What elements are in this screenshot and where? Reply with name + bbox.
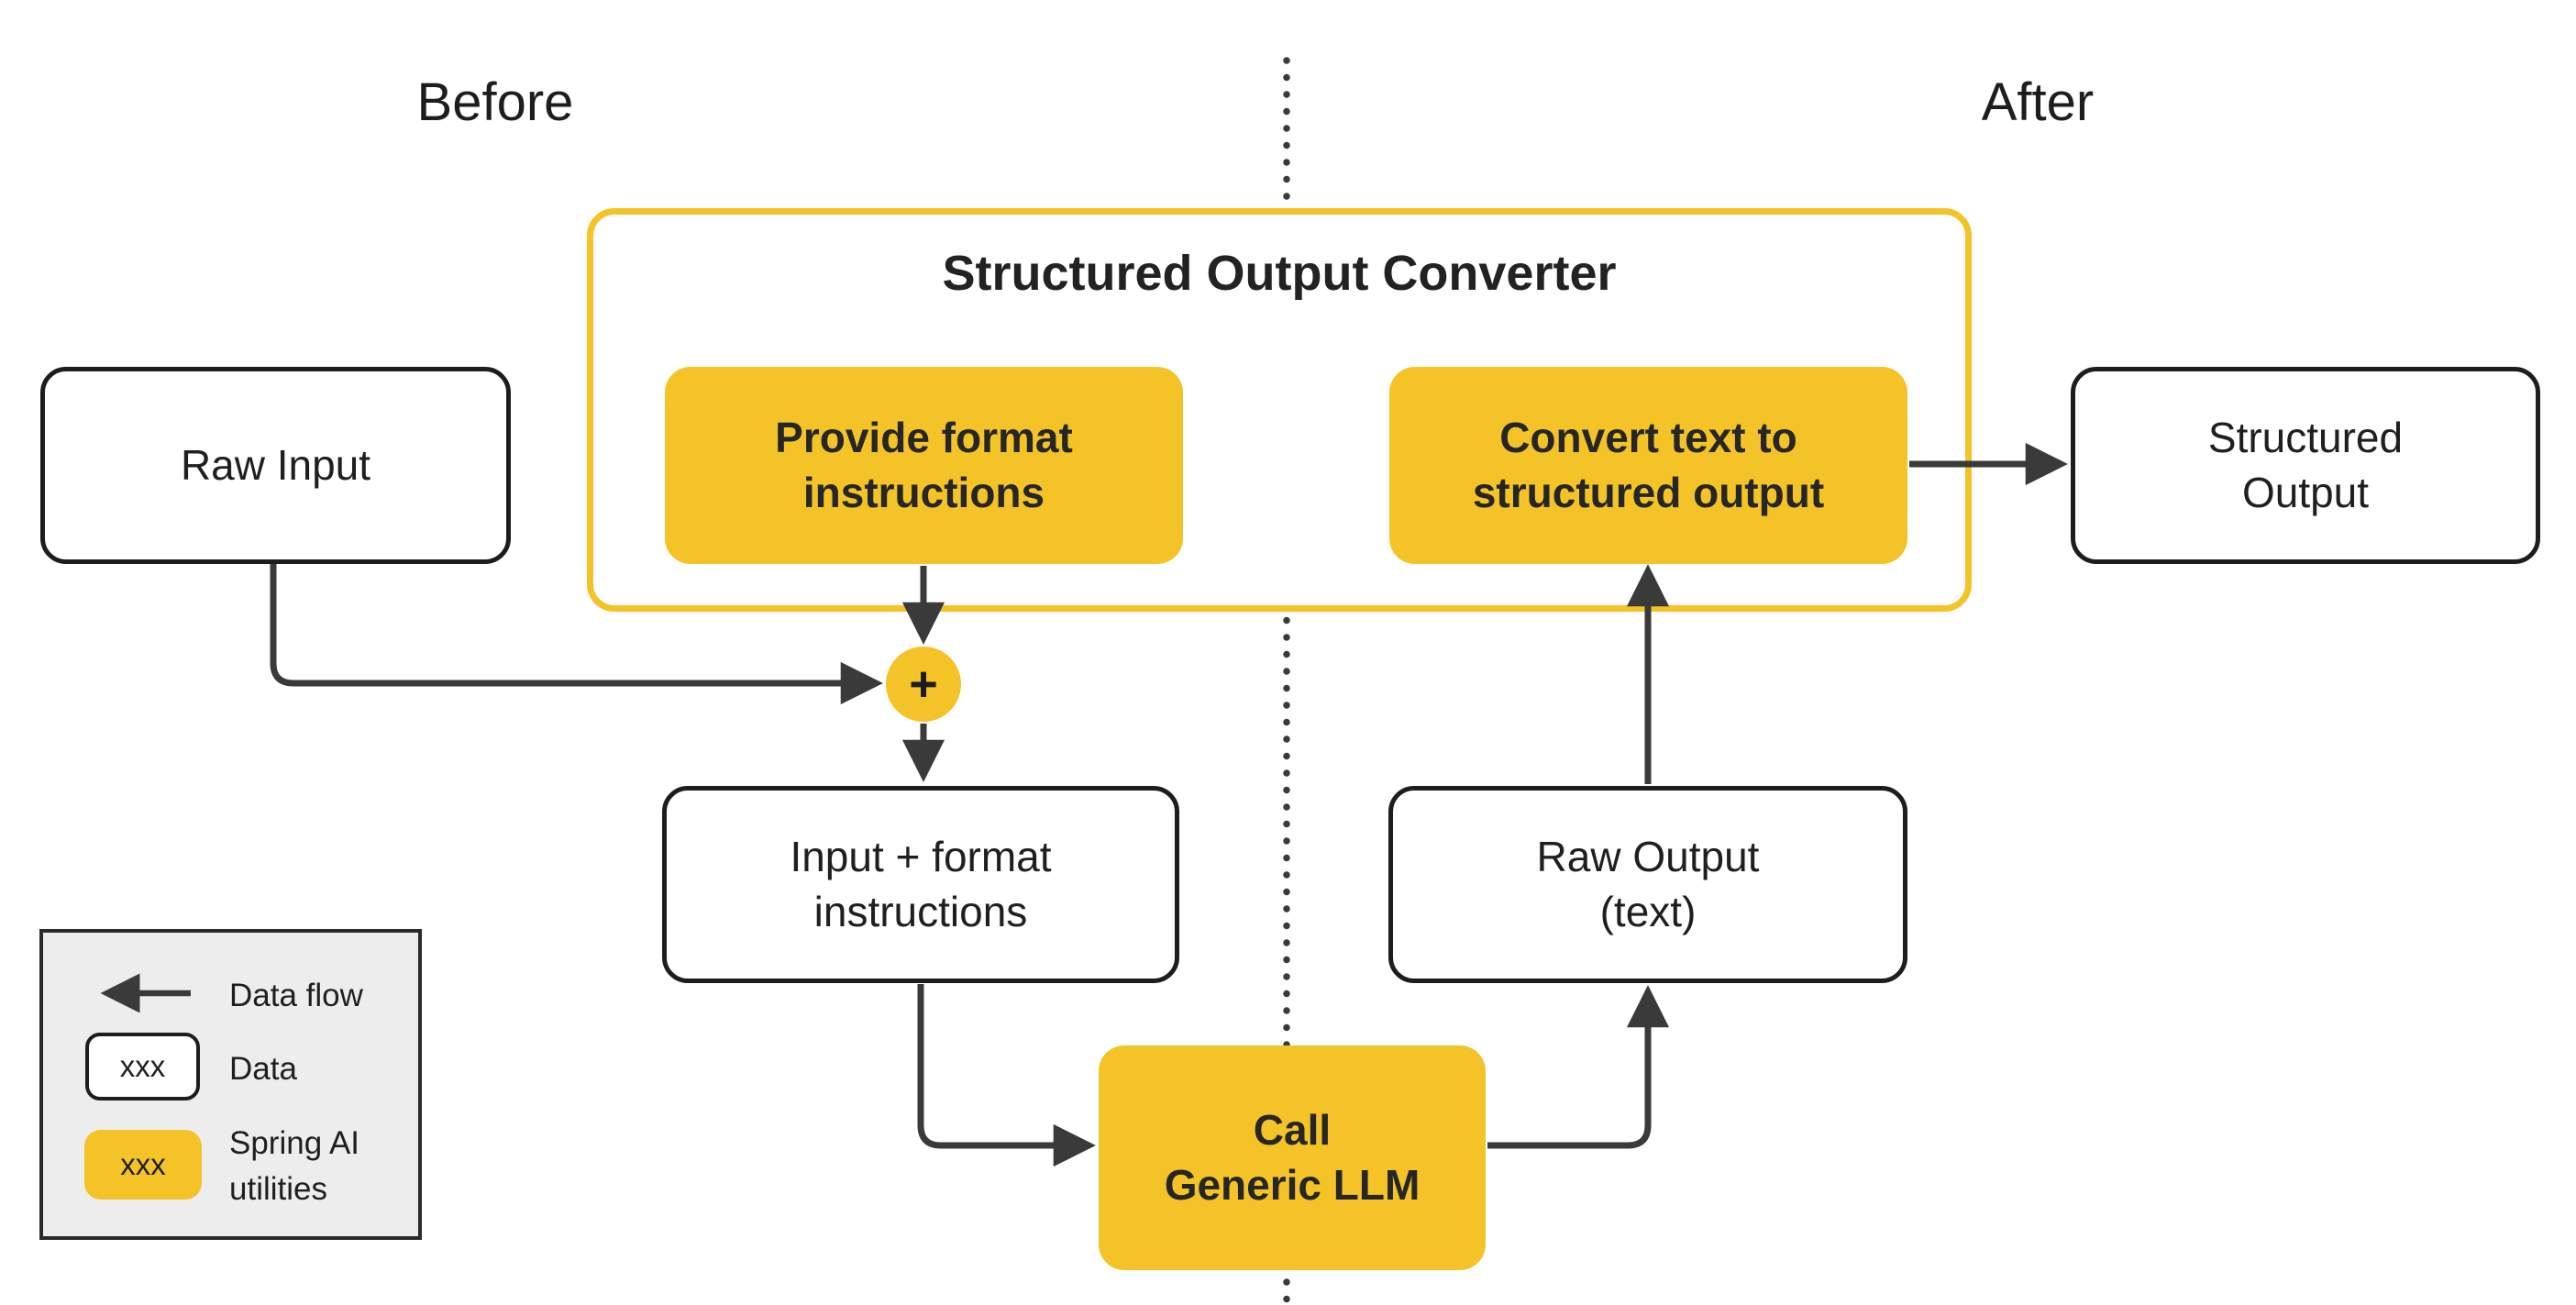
legend-data-sample-box: xxx: [85, 1033, 200, 1100]
node-raw-output: Raw Output (text): [1388, 786, 1907, 983]
node-input-plus-format-instructions: Input + format instructions: [662, 786, 1179, 983]
node-convert-text-to-structured-output: Convert text to structured output: [1389, 367, 1907, 564]
node-structured-output: Structured Output: [2071, 367, 2540, 564]
node-structured-output-label: Structured Output: [2207, 413, 2404, 516]
node-provide-format-label: Provide format instructions: [775, 413, 1073, 516]
after-section-label: After: [1981, 72, 2095, 132]
legend-spring-ai-label: Spring AI utilities: [229, 1125, 360, 1207]
legend-data-label: Data: [229, 1051, 297, 1087]
converter-group-title: Structured Output Converter: [942, 246, 1617, 301]
arrow-input-format-to-call-llm: [917, 984, 1096, 1167]
before-section-label: Before: [416, 72, 574, 132]
plus-combiner-icon: +: [886, 647, 961, 722]
node-raw-input: Raw Input: [40, 367, 511, 564]
legend-utility-sample-text: xxx: [120, 1147, 166, 1181]
node-raw-output-label: Raw Output (text): [1536, 832, 1760, 935]
node-call-generic-llm: Call Generic LLM: [1099, 1045, 1486, 1270]
legend-utility-sample-box: xxx: [84, 1130, 202, 1200]
node-input-format-label: Input + format instructions: [790, 832, 1052, 935]
node-call-llm-label: Call Generic LLM: [1164, 1105, 1421, 1209]
node-raw-input-label: Raw Input: [180, 440, 371, 489]
plus-sign: +: [909, 657, 938, 712]
node-provide-format-instructions: Provide format instructions: [665, 367, 1183, 564]
node-convert-text-label: Convert text to structured output: [1472, 413, 1825, 516]
legend-data-flow-label: Data flow: [229, 978, 363, 1013]
legend-data-sample-text: xxx: [119, 1049, 166, 1083]
arrow-call-llm-to-raw-output: [1487, 985, 1670, 1149]
